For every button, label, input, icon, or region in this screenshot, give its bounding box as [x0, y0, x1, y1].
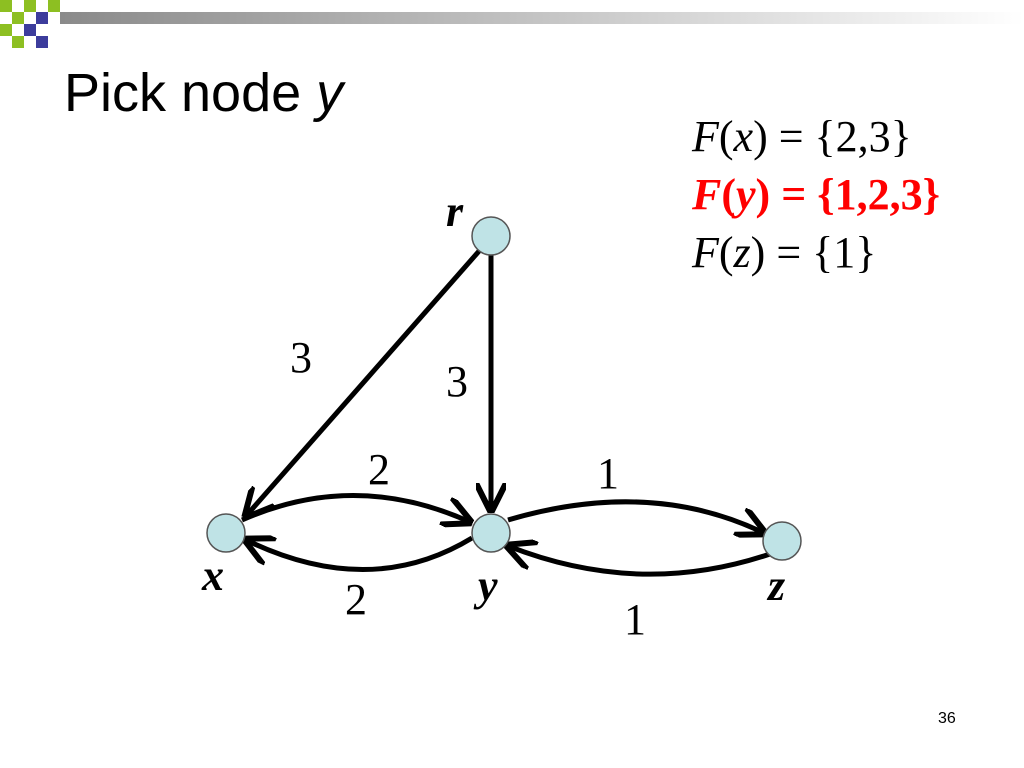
formula-fx: F(x) = {2,3} — [692, 112, 912, 161]
formula-fz: F(z) = {1} — [692, 228, 877, 277]
edge-r-to-x — [246, 248, 482, 516]
edge-y-to-x — [246, 538, 474, 572]
node-r — [471, 216, 511, 256]
title-variable: y — [316, 63, 344, 123]
formula-list: F(x) = {2,3} F(y) = {1,2,3} F(z) = {1} — [692, 108, 940, 282]
header-decoration — [0, 0, 1024, 48]
edge-z-to-y — [508, 546, 771, 577]
page-title: Pick node y — [64, 62, 343, 124]
weight-label-y-z: 1 — [597, 449, 619, 498]
node-x — [206, 513, 246, 553]
header-gradient-bar — [60, 12, 1024, 24]
title-text: Pick node — [64, 63, 302, 123]
edge-x-to-y — [240, 493, 470, 522]
checker-logo — [0, 0, 60, 48]
formula-fy-highlighted: F(y) = {1,2,3} — [692, 170, 940, 219]
edge-y-to-z — [507, 499, 764, 533]
node-label-r: r — [446, 187, 464, 236]
weight-label-r-x: 3 — [290, 333, 312, 382]
node-z — [762, 521, 802, 561]
weight-label-x-y: 2 — [368, 445, 390, 494]
weight-label-y-x: 2 — [345, 575, 367, 624]
slide-number: 36 — [938, 710, 956, 727]
weight-label-r-y: 3 — [446, 357, 468, 406]
node-y — [471, 513, 511, 553]
node-label-z: z — [766, 561, 785, 610]
node-label-y: y — [473, 561, 498, 610]
weight-label-z-y: 1 — [624, 595, 646, 644]
node-label-x: x — [201, 551, 224, 600]
